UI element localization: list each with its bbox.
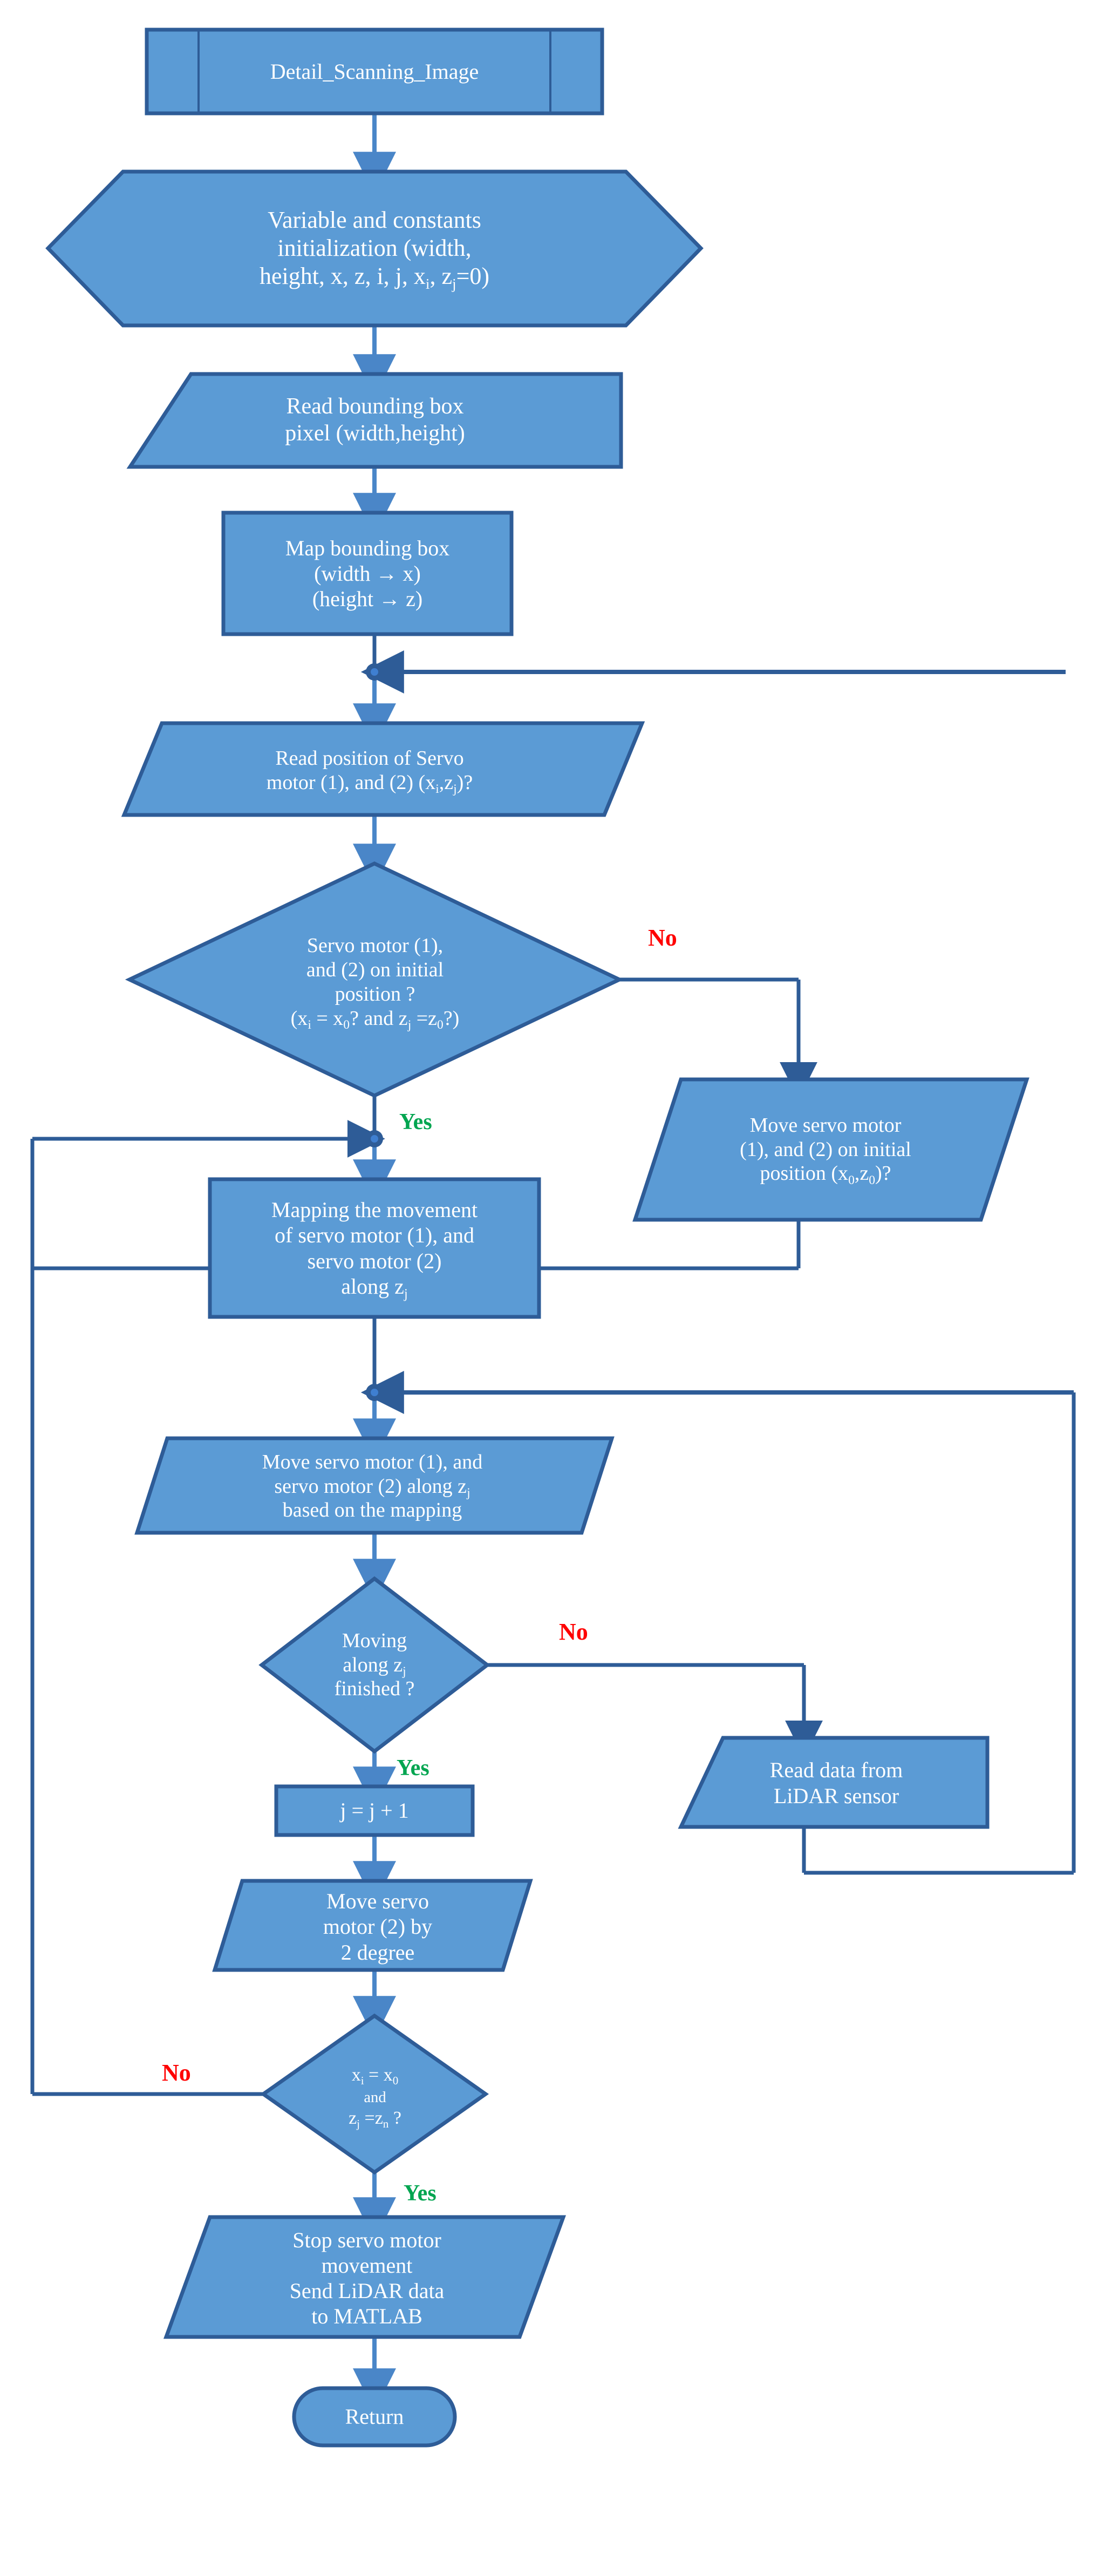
edge-label-yes-1: Yes <box>399 1110 432 1134</box>
node-decision-initial-position[interactable] <box>125 861 624 1098</box>
node-parallelogram-move-initial[interactable] <box>632 1077 1029 1222</box>
junction-dot-1-core <box>371 668 378 676</box>
node-predefined-process-start[interactable] <box>145 28 604 115</box>
node-parallelogram-move-2-degree[interactable] <box>212 1879 533 1972</box>
node-decision-scan-complete[interactable] <box>260 2013 489 2175</box>
edge-label-no-2: No <box>559 1619 588 1645</box>
edge-label-no-1: No <box>648 925 677 951</box>
node-process-increment-j[interactable] <box>274 1784 475 1837</box>
node-process-mapping-movement[interactable] <box>208 1177 541 1319</box>
junction-dot-2-core <box>371 1135 378 1143</box>
node-process-map-bbox[interactable] <box>221 511 514 636</box>
node-data-read-servo-position[interactable] <box>121 721 645 817</box>
edge-label-yes-3: Yes <box>404 2181 437 2206</box>
node-preparation-init[interactable] <box>45 169 704 328</box>
edge-label-yes-2: Yes <box>397 1756 429 1780</box>
node-data-read-bbox[interactable] <box>126 372 623 469</box>
node-decision-moving-finished[interactable] <box>258 1576 490 1754</box>
node-data-read-lidar[interactable] <box>678 1736 990 1829</box>
node-terminator-return[interactable] <box>292 2386 457 2448</box>
junction-dot-3-core <box>371 1389 378 1396</box>
node-parallelogram-move-along-z[interactable] <box>134 1436 615 1535</box>
edge-label-no-3: No <box>162 2060 191 2086</box>
node-parallelogram-stop-send[interactable] <box>163 2215 567 2339</box>
